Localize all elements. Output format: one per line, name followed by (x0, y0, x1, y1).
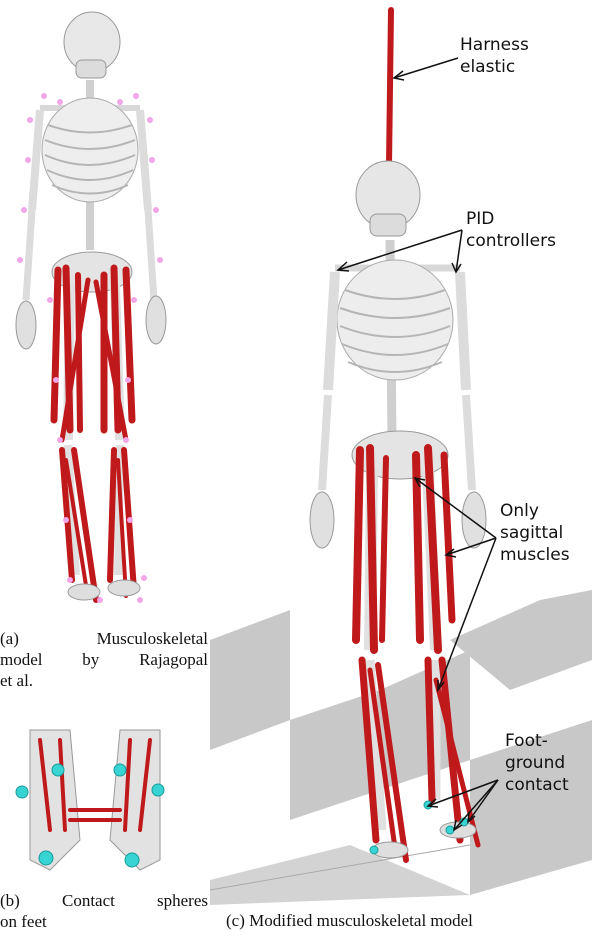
caption-b-line-1: (b) Contact spheres (0, 890, 208, 911)
label-only-sagittal-muscles: Only sagittal muscles (500, 500, 570, 566)
label-harness-elastic: Harness elastic (460, 34, 529, 78)
caption-a: (a) Musculoskeletal model by Rajagopal e… (0, 628, 208, 691)
label-harness-line-2: elastic (460, 56, 529, 78)
label-foot-line-2: ground (505, 752, 569, 774)
label-foot-line-1: Foot- (505, 730, 569, 752)
panel-a-skeleton-figure (0, 0, 210, 620)
caption-c: (c) Modified musculoskeletal model (226, 910, 592, 931)
caption-a-line-3: et al. (0, 670, 208, 691)
label-sagittal-line-1: Only (500, 500, 570, 522)
caption-b-line-2: on feet (0, 911, 208, 932)
skeleton-a-illustration (0, 0, 210, 620)
label-foot-line-3: contact (505, 774, 569, 796)
label-sagittal-line-2: sagittal (500, 522, 570, 544)
label-pid-line-2: controllers (466, 230, 556, 252)
label-foot-ground-contact: Foot- ground contact (505, 730, 569, 796)
feet-contact-illustration (10, 720, 180, 880)
label-pid-controllers: PID controllers (466, 208, 556, 252)
caption-a-line-2: model by Rajagopal (0, 649, 208, 670)
label-pid-line-1: PID (466, 208, 556, 230)
label-harness-line-1: Harness (460, 34, 529, 56)
panel-b-feet-figure (10, 720, 180, 880)
caption-b: (b) Contact spheres on feet (0, 890, 208, 932)
label-sagittal-line-3: muscles (500, 544, 570, 566)
caption-a-line-1: (a) Musculoskeletal (0, 628, 208, 649)
